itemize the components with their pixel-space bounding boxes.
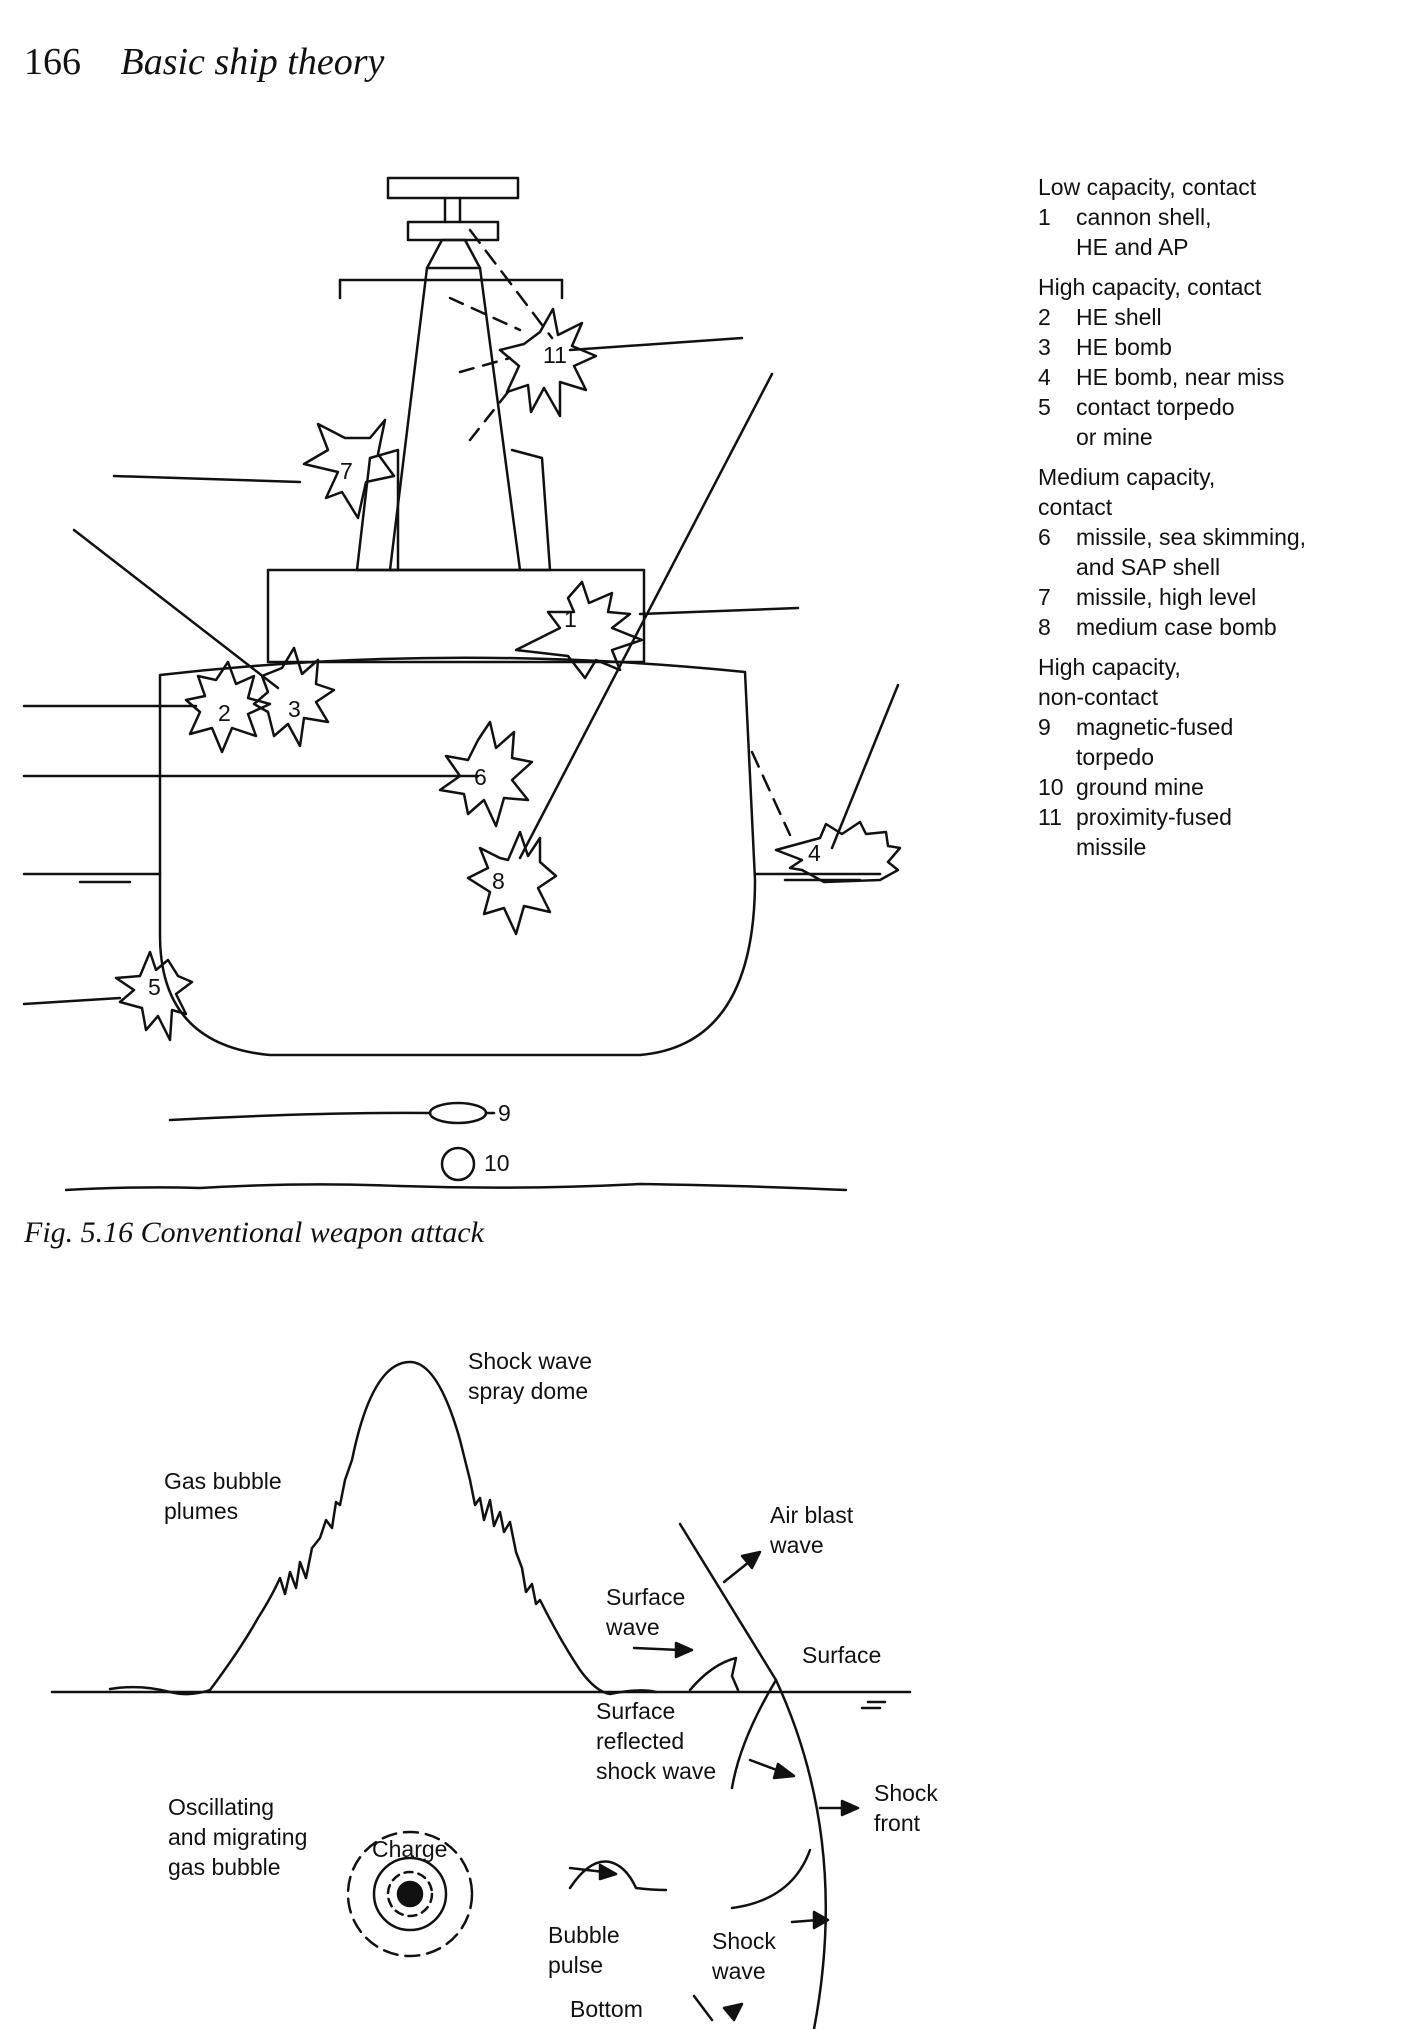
marker-10: 10: [484, 1150, 510, 1176]
marker-5: 5: [148, 974, 161, 1000]
marker-9: 9: [498, 1100, 511, 1126]
legend-num: 8: [1038, 614, 1051, 640]
legend-text: ground mine: [1076, 774, 1204, 800]
legend-item: 7 missile, high level: [1038, 582, 1408, 612]
legend-text: medium case bomb: [1076, 614, 1277, 640]
legend-item: 10 ground mine: [1038, 772, 1408, 802]
label-bubble-pulse: Bubble pulse: [548, 1922, 620, 1978]
weapon-legend: Low capacity, contact 1 cannon shell, HE …: [1038, 172, 1408, 872]
legend-item: 5 contact torpedo or mine: [1038, 392, 1408, 452]
legend-item: 8 medium case bomb: [1038, 612, 1408, 642]
label-spray-dome: Shock wave spray dome: [468, 1348, 593, 1404]
legend-text: missile, sea skimming, and SAP shell: [1076, 524, 1307, 580]
legend-num: 1: [1038, 204, 1051, 230]
legend-item: 1 cannon shell, HE and AP: [1038, 202, 1408, 262]
marker-8: 8: [492, 868, 505, 894]
legend-group: High capacity, non-contact 9 magnetic-fus…: [1038, 652, 1408, 862]
legend-group: Low capacity, contact 1 cannon shell, HE …: [1038, 172, 1408, 262]
label-gas-bubble: Oscillating and migrating gas bubble: [168, 1794, 308, 1880]
label-surface-wave: Surface wave: [606, 1584, 686, 1640]
legend-item: 2 HE shell: [1038, 302, 1408, 332]
marker-2: 2: [218, 700, 231, 726]
legend-heading: Medium capacity, contact: [1038, 464, 1216, 520]
legend-num: 7: [1038, 584, 1051, 610]
legend-group: Medium capacity, contact 6 missile, sea s…: [1038, 462, 1408, 642]
marker-4: 4: [808, 840, 821, 866]
figure2-arrows: [568, 1550, 860, 2022]
legend-num: 2: [1038, 304, 1051, 330]
legend-text: HE bomb: [1076, 334, 1172, 360]
marker-7: 7: [340, 458, 353, 484]
legend-heading: Low capacity, contact: [1038, 174, 1257, 200]
legend-num: 11: [1038, 804, 1062, 830]
legend-text: HE bomb, near miss: [1076, 364, 1285, 390]
legend-text: magnetic-fused torpedo: [1076, 714, 1234, 770]
ship-section-drawing: [22, 176, 902, 1192]
legend-text: proximity-fused missile: [1076, 804, 1232, 860]
page-header: 166 Basic ship theory: [24, 40, 384, 84]
legend-num: 3: [1038, 334, 1051, 360]
marker-6: 6: [474, 764, 487, 790]
running-title: Basic ship theory: [120, 41, 385, 83]
label-air-blast-wave: Air blast wave: [770, 1502, 854, 1558]
label-shock-front: Shock front: [874, 1780, 938, 1836]
label-surface-reflected-shock-wave: Surface reflected shock wave: [596, 1698, 717, 1784]
legend-num: 6: [1038, 524, 1051, 550]
legend-item: 6 missile, sea skimming, and SAP shell: [1038, 522, 1408, 582]
marker-1: 1: [564, 606, 577, 632]
legend-item: 3 HE bomb: [1038, 332, 1408, 362]
marker-3: 3: [288, 696, 301, 722]
label-charge: Charge: [372, 1836, 448, 1862]
legend-num: 4: [1038, 364, 1051, 390]
legend-heading: High capacity, non-contact: [1038, 654, 1181, 710]
figure-caption: Fig. 5.16 Conventional weapon attack: [24, 1216, 484, 1249]
legend-text: cannon shell, HE and AP: [1076, 204, 1212, 260]
legend-text: contact torpedo or mine: [1076, 394, 1235, 450]
label-surface: Surface: [802, 1642, 882, 1668]
legend-heading: High capacity, contact: [1038, 274, 1262, 300]
legend-item: 9 magnetic-fused torpedo: [1038, 712, 1408, 772]
legend-group: High capacity, contact 2 HE shell 3 HE bom…: [1038, 272, 1408, 452]
label-shock-wave: Shock wave: [712, 1928, 776, 1984]
legend-text: HE shell: [1076, 304, 1162, 330]
page-number: 166: [24, 41, 81, 83]
label-gas-bubble-plumes: Gas bubble plumes: [164, 1468, 282, 1524]
legend-num: 5: [1038, 394, 1051, 420]
legend-item: 4 HE bomb, near miss: [1038, 362, 1408, 392]
legend-text: missile, high level: [1076, 584, 1257, 610]
legend-item: 11 proximity-fused missile: [1038, 802, 1408, 862]
marker-11: 11: [543, 342, 567, 368]
label-bottom: Bottom: [570, 1996, 643, 2022]
legend-num: 10: [1038, 774, 1064, 800]
underwater-explosion-drawing: [50, 1360, 912, 2029]
legend-num: 9: [1038, 714, 1051, 740]
